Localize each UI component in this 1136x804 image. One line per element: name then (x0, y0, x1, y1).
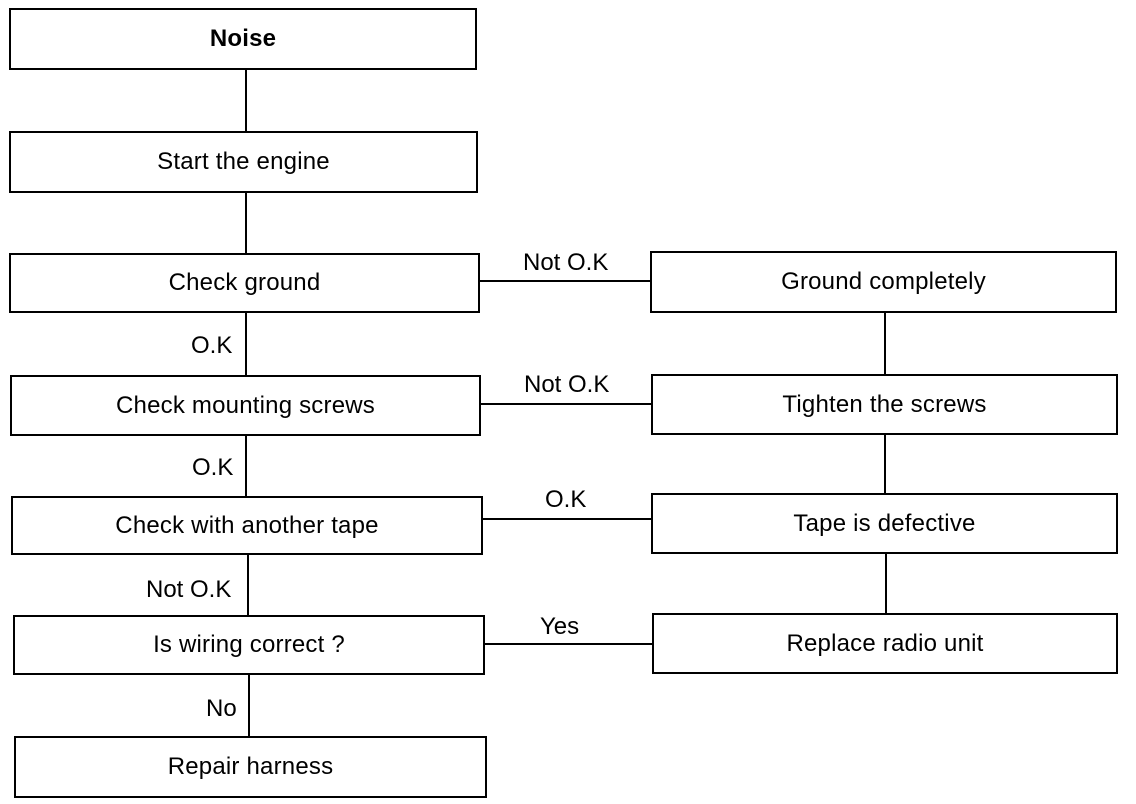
connector-noise-start (245, 68, 247, 132)
node-replace-radio-unit: Replace radio unit (652, 613, 1118, 674)
edge-label-screws-not-ok: Not O.K (524, 371, 610, 398)
connector-tighten-defective (884, 433, 886, 495)
connector-wiring-harness (248, 673, 250, 738)
edge-label-wiring-no: No (206, 695, 237, 722)
connector-start-ground (245, 191, 247, 255)
node-is-wiring-correct: Is wiring correct ? (13, 615, 485, 675)
node-check-another-tape: Check with another tape (11, 496, 483, 555)
edge-label-tape-ok: O.K (545, 486, 587, 513)
node-check-mounting-screws: Check mounting screws (10, 375, 481, 436)
edge-label-ground-ok: O.K (191, 332, 233, 359)
edge-label-ground-not-ok: Not O.K (523, 249, 609, 276)
node-start-engine: Start the engine (9, 131, 478, 193)
connector-check-tape-ok (481, 518, 653, 520)
node-tighten-screws: Tighten the screws (651, 374, 1118, 435)
connector-screws-tape (245, 434, 247, 498)
connector-wiring-yes (483, 643, 654, 645)
node-repair-harness: Repair harness (14, 736, 487, 798)
connector-check-ground-not-ok (478, 280, 652, 282)
node-noise: Noise (9, 8, 477, 70)
node-ground-completely: Ground completely (650, 251, 1117, 313)
connector-ground-tighten (884, 311, 886, 376)
connector-check-screws-not-ok (479, 403, 653, 405)
connector-defective-replace (885, 552, 887, 615)
node-check-ground: Check ground (9, 253, 480, 313)
connector-ground-screws (245, 311, 247, 377)
node-tape-defective: Tape is defective (651, 493, 1118, 554)
edge-label-tape-not-ok: Not O.K (146, 576, 232, 603)
connector-tape-wiring (247, 553, 249, 617)
edge-label-wiring-yes: Yes (540, 613, 580, 640)
edge-label-screws-ok: O.K (192, 454, 234, 481)
